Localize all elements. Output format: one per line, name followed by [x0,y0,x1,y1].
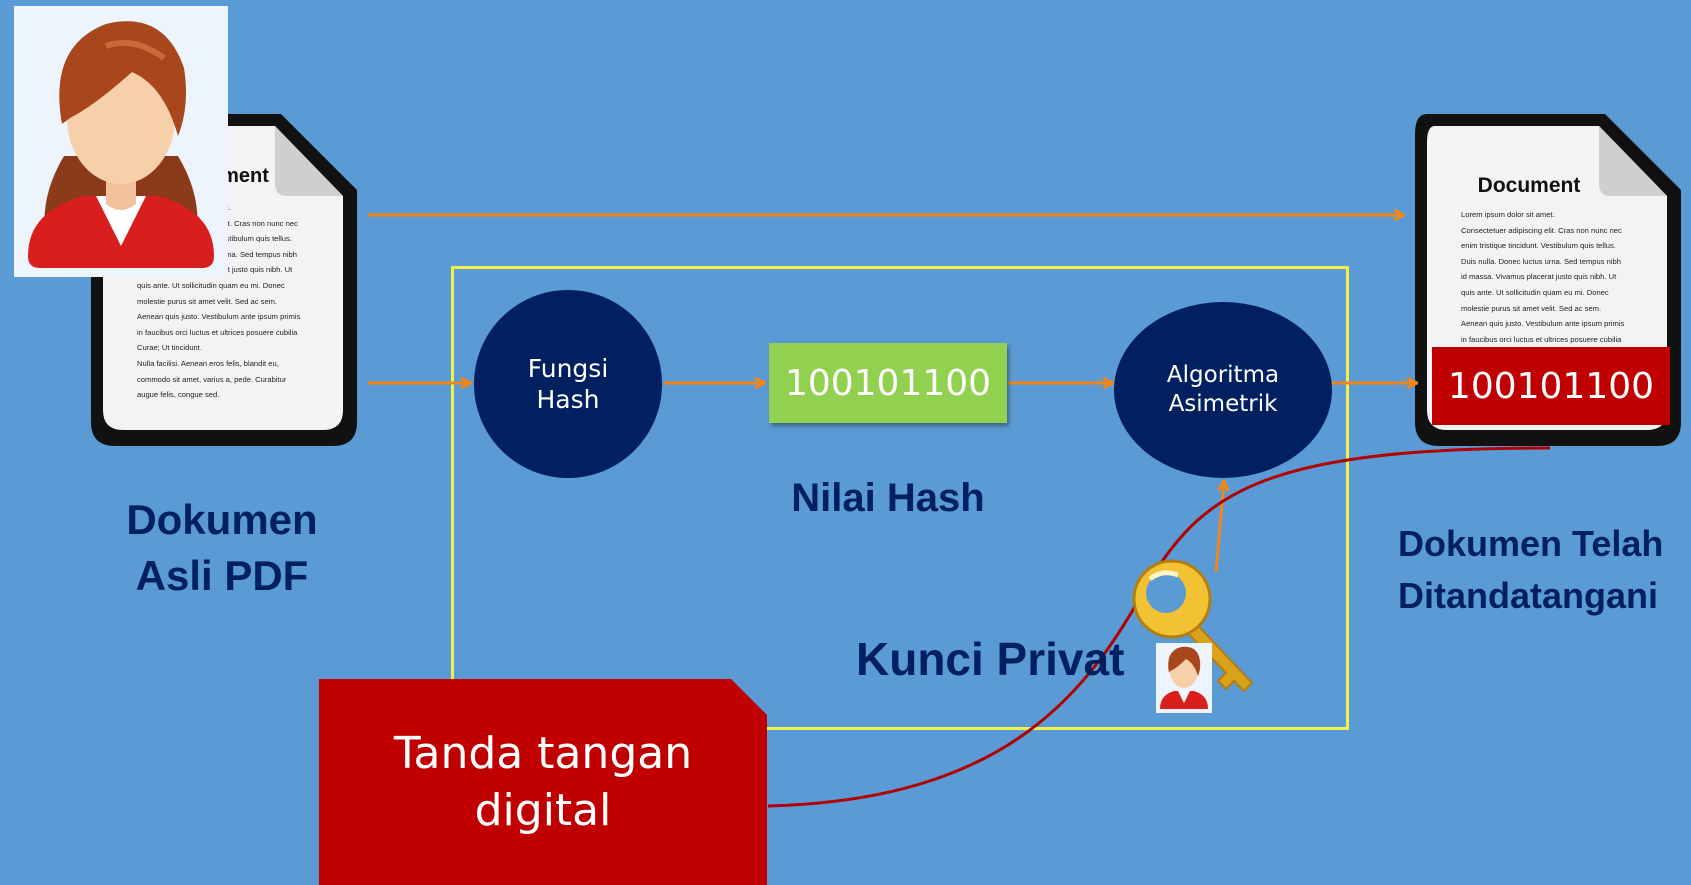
user-avatar-icon [14,6,228,277]
signed-document-line: molestie purus sit amet velit. Sed ac se… [1461,303,1602,313]
original-document-line: in faucibus orci luctus et ultrices posu… [137,327,298,337]
signed-document-line: Consectetuer adipiscing elit. Cras non n… [1461,225,1622,235]
hash-function-line2: Hash [536,385,600,414]
signed-document-label-line1: Dokumen Telah [1398,523,1664,564]
signed-hash-box: 100101100 [1432,347,1670,425]
signed-document-line: enim tristique tincidunt. Vestibulum qui… [1461,241,1616,251]
signed-document-label: Dokumen Telah Ditandatangani [1398,518,1691,622]
original-document-label-line1: Dokumen [126,496,318,543]
signed-document-line: id massa. Vivamus placerat justo quis ni… [1461,272,1617,282]
algorithm-line1: Algoritma [1166,362,1280,389]
key-icon [1128,555,1268,705]
original-document-line: Nulla facilisi. Aenean eros felis, bland… [137,358,279,368]
signed-document-title: Document [1477,174,1581,197]
original-document-line: molestie purus sit amet velit. Sed ac se… [137,296,278,306]
digital-signature-line2: digital [474,785,612,836]
digital-signature-box: Tanda tangan digital [319,679,767,885]
signed-document-line: Lorem ipsum dolor sit amet. [1461,210,1555,219]
hash-value-label: Nilai Hash [791,476,985,520]
original-document-line: augue felis, congue sed. [137,390,220,400]
signed-document-label-line2: Ditandatangani [1398,575,1659,616]
digital-signature-line1: Tanda tangan [393,727,693,779]
arrow-key-to-algorithm [1214,482,1224,573]
signed-document-line: Duis nulla. Donec luctus urna. Sed tempu… [1461,256,1621,266]
hash-function-node: Fungsi Hash [474,290,662,478]
signed-document-line: Aenean quis justo. Vestibulum ante ipsum… [1461,319,1625,329]
process-frame [451,266,1349,730]
asymmetric-algorithm-node: Algoritma Asimetrik [1114,302,1332,478]
original-document-line: quis ante. Ut sollicitudin quam eu mi. D… [137,280,285,290]
signed-document-line: quis ante. Ut sollicitudin quam eu mi. D… [1461,287,1609,297]
original-document-line: Curae; Ut tincidunt. [137,343,202,353]
signed-document-line: in faucibus orci luctus et ultrices posu… [1461,334,1622,344]
private-key-label: Kunci Privat [856,633,1125,685]
hash-value-box: 100101100 [769,343,1007,423]
small-user-avatar-icon [1156,643,1212,713]
algorithm-line2: Asimetrik [1168,391,1278,417]
original-document-line: Aenean quis justo. Vestibulum ante ipsum… [137,312,301,322]
original-document-label-line2: Asli PDF [135,552,309,599]
original-document-line: commodo sit amet, varius a, pede. Curabi… [137,374,287,384]
hash-function-line1: Fungsi [527,353,609,383]
original-document-label: Dokumen Asli PDF [92,492,352,604]
